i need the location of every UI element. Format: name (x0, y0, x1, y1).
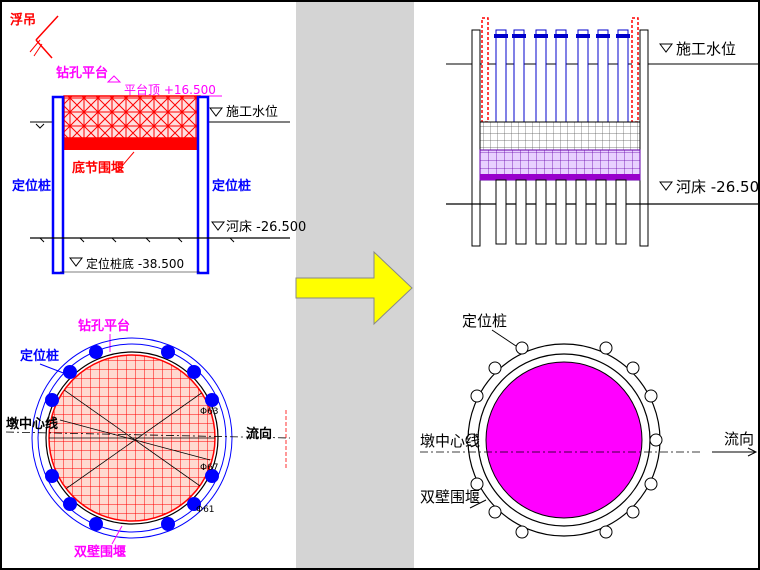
bottom-cofferdam-body (64, 138, 200, 150)
transition-arrow-icon (295, 250, 413, 326)
left-elevation: 浮吊 钻孔平台 平台顶 +16.500 施工水位 底节围堰 定位桩 定位桩 河床… (10, 12, 306, 275)
water-level-icon (209, 107, 223, 117)
riverbed-marks (39, 237, 235, 243)
red-upper-right (631, 17, 639, 123)
dim-label-1: Φ63 (200, 407, 219, 417)
right-centerline-label: 墩中心线 (420, 432, 480, 450)
bottom-cofferdam-label: 底节围堰 (72, 160, 124, 176)
right-plan: 定位桩 墩中心线 流向 双壁围堰 (420, 312, 758, 539)
seal-body-upper (479, 121, 641, 153)
positioning-pile-right (196, 95, 210, 275)
riverbed-icon (211, 221, 225, 231)
plan-pile-label: 定位桩 (19, 348, 59, 364)
float-crane-label: 浮吊 (10, 12, 36, 28)
dim-label-3: Φ61 (196, 505, 215, 515)
riverbed-label: 河床 -26.500 (226, 220, 306, 235)
right-wall-left (471, 29, 481, 247)
crane-lines (35, 15, 59, 59)
pile-bottom-label: 定位桩底 -38.500 (86, 256, 184, 271)
right-riverbed-label: 河床 -26.500 (676, 178, 760, 196)
red-upper-left (481, 17, 489, 123)
right-riverbed-icon (659, 181, 673, 191)
plan-pile-group (45, 345, 219, 531)
right-flow-label: 流向 (724, 430, 754, 448)
plan-cofferdam-label: 双壁围堰 (74, 544, 126, 560)
drilling-platform-body (63, 95, 201, 139)
pier-centerline (5, 431, 291, 439)
seal-concrete-disc (485, 361, 643, 519)
water-level-label: 施工水位 (226, 105, 278, 120)
right-wall-right (639, 29, 649, 247)
right-cofferdam-label: 双壁围堰 (420, 488, 480, 506)
right-plan-pile-label: 定位桩 (462, 312, 507, 330)
plan-flow-label: 流向 (246, 426, 272, 442)
outer-ring (31, 337, 233, 539)
plan-centerline-label: 墩中心线 (6, 416, 58, 432)
flow-arrow-icon (712, 447, 758, 457)
positioning-pile-left (51, 95, 65, 275)
right-water-level-icon (659, 43, 673, 53)
plan-platform-label: 钻孔平台 (78, 318, 130, 334)
right-elevation: 施工水位 河床 -26.500 (446, 17, 760, 247)
pile-right-label: 定位桩 (211, 178, 251, 194)
steel-casings (495, 29, 629, 131)
dim-label-2: Φ67 (200, 463, 219, 473)
left-plan: 钻孔平台 定位桩 墩中心线 流向 Φ63 Φ67 (5, 318, 291, 560)
elevation-marker-icon (106, 75, 122, 83)
pile-bottom-icon (69, 257, 83, 267)
drilling-platform-label: 钻孔平台 (56, 65, 108, 81)
right-plan-piles (465, 341, 663, 539)
bored-piles (495, 179, 627, 245)
right-water-level-label: 施工水位 (676, 40, 736, 58)
platform-top-label: 平台顶 +16.500 (124, 82, 216, 97)
pile-left-label: 定位桩 (11, 178, 51, 194)
